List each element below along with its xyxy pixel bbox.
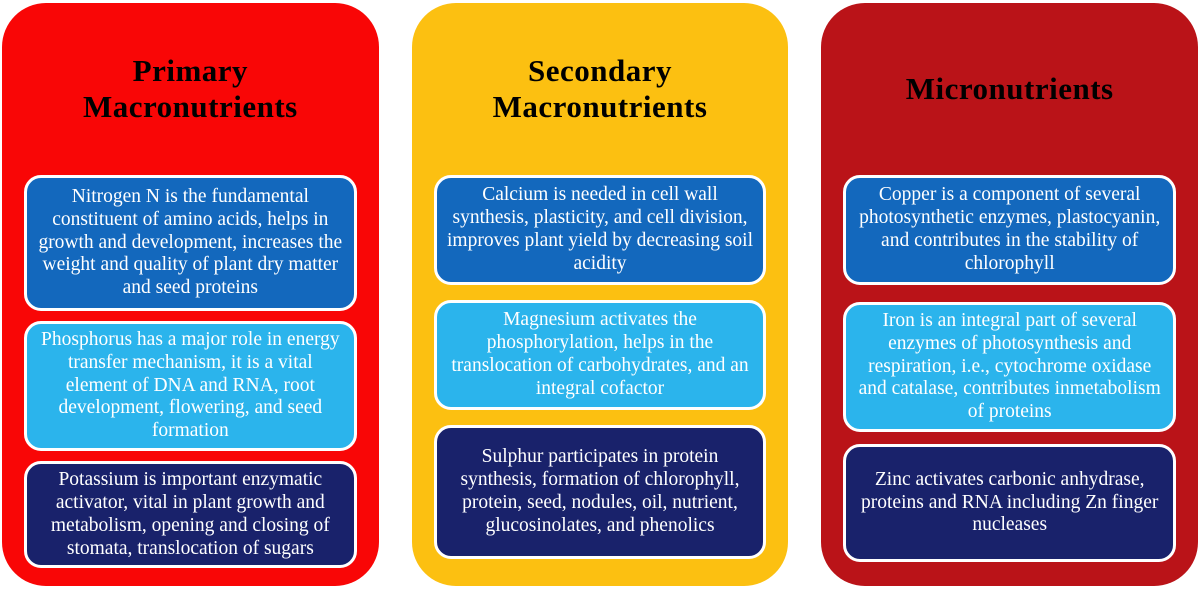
nutrient-box-potassium: Potassium is important enzymatic activat… (24, 461, 357, 569)
nutrient-text-iron: Iron is an integral part of several enzy… (858, 310, 1161, 423)
panel-secondary-macronutrients: Secondary Macronutrients Calcium is need… (411, 3, 789, 586)
panel-title-primary-macronutrients: Primary Macronutrients (82, 53, 298, 124)
nutrient-text-magnesium: Magnesium activates the phosphorylation,… (451, 309, 749, 399)
nutrient-box-iron: Iron is an integral part of several enzy… (843, 302, 1177, 433)
nutrient-box-phosphorus: Phosphorus has a major role in energy tr… (24, 321, 357, 452)
nutrient-text-calcium: Calcium is needed in cell wall synthesis… (447, 184, 753, 274)
nutrient-box-nitrogen: Nitrogen N is the fundamental constituen… (24, 175, 357, 311)
nutrient-text-copper: Copper is a component of several photosy… (859, 184, 1161, 274)
panel-title-secondary-macronutrients: Secondary Macronutrients (492, 53, 708, 124)
panel-title-micronutrients: Micronutrients (905, 71, 1114, 107)
nutrient-box-copper: Copper is a component of several photosy… (843, 175, 1177, 285)
nutrient-box-magnesium: Magnesium activates the phosphorylation,… (433, 300, 767, 410)
primary-boxes: Nitrogen N is the fundamental constituen… (24, 175, 357, 569)
nutrient-text-phosphorus: Phosphorus has a major role in energy tr… (41, 329, 340, 442)
panel-micronutrients: Micronutrients Copper is a component of … (821, 3, 1199, 586)
nutrient-text-zinc: Zinc activates carbonic anhydrase, prote… (861, 468, 1159, 536)
secondary-boxes: Calcium is needed in cell wall synthesis… (433, 175, 767, 559)
nutrient-text-nitrogen: Nitrogen N is the fundamental constituen… (38, 185, 343, 299)
nutrient-box-zinc: Zinc activates carbonic anhydrase, prote… (843, 444, 1177, 563)
micro-boxes: Copper is a component of several photosy… (843, 175, 1177, 563)
nutrient-box-calcium: Calcium is needed in cell wall synthesis… (433, 175, 767, 285)
nutrient-box-sulphur: Sulphur participates in protein synthesi… (433, 425, 767, 559)
panel-primary-macronutrients: Primary Macronutrients Nitrogen N is the… (2, 3, 379, 586)
nutrient-text-potassium: Potassium is important enzymatic activat… (50, 469, 330, 559)
nutrient-text-sulphur: Sulphur participates in protein synthesi… (460, 446, 740, 536)
